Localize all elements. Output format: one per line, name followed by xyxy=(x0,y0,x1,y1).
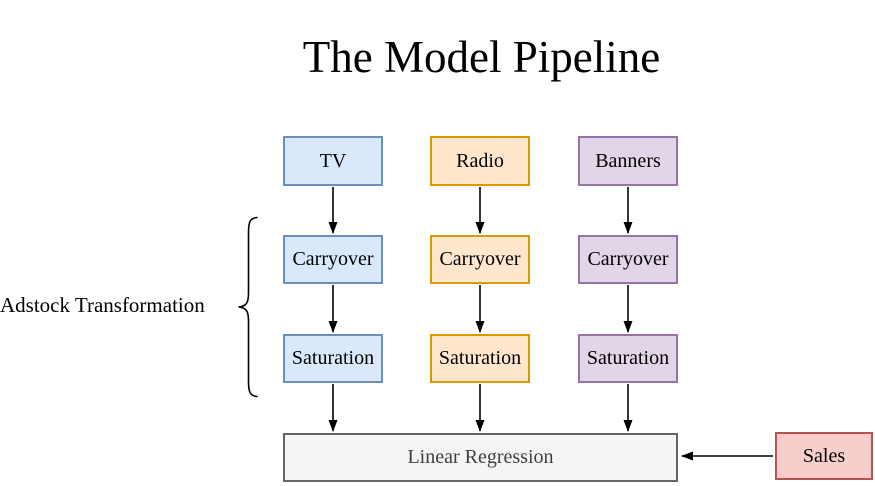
node-sales-label: Sales xyxy=(802,444,846,467)
node-tv: TV xyxy=(283,136,383,186)
node-linear-regression-label: Linear Regression xyxy=(407,446,554,468)
node-saturation-tv: Saturation xyxy=(283,334,383,383)
node-sales: Sales xyxy=(775,432,873,480)
node-saturation-tv-label: Saturation xyxy=(291,347,375,369)
node-saturation-banners-label: Saturation xyxy=(586,347,670,369)
node-saturation-radio-label: Saturation xyxy=(438,347,522,369)
adstock-transformation-label: Adstock Transformation xyxy=(0,293,205,317)
diagram-title: The Model Pipeline xyxy=(302,32,661,82)
node-radio: Radio xyxy=(430,136,530,186)
node-tv-label: TV xyxy=(319,149,347,172)
node-carryover-tv: Carryover xyxy=(283,235,383,284)
node-banners-label: Banners xyxy=(595,149,661,172)
curly-brace xyxy=(238,216,258,398)
node-banners: Banners xyxy=(578,136,678,186)
node-saturation-radio: Saturation xyxy=(430,334,530,383)
node-carryover-banners-label: Carryover xyxy=(587,248,669,270)
node-saturation-banners: Saturation xyxy=(578,334,678,383)
node-carryover-tv-label: Carryover xyxy=(292,248,374,270)
node-carryover-radio-label: Carryover xyxy=(439,248,521,270)
node-carryover-banners: Carryover xyxy=(578,235,678,284)
node-carryover-radio: Carryover xyxy=(430,235,530,284)
node-linear-regression: Linear Regression xyxy=(283,433,678,482)
node-radio-label: Radio xyxy=(456,149,504,172)
